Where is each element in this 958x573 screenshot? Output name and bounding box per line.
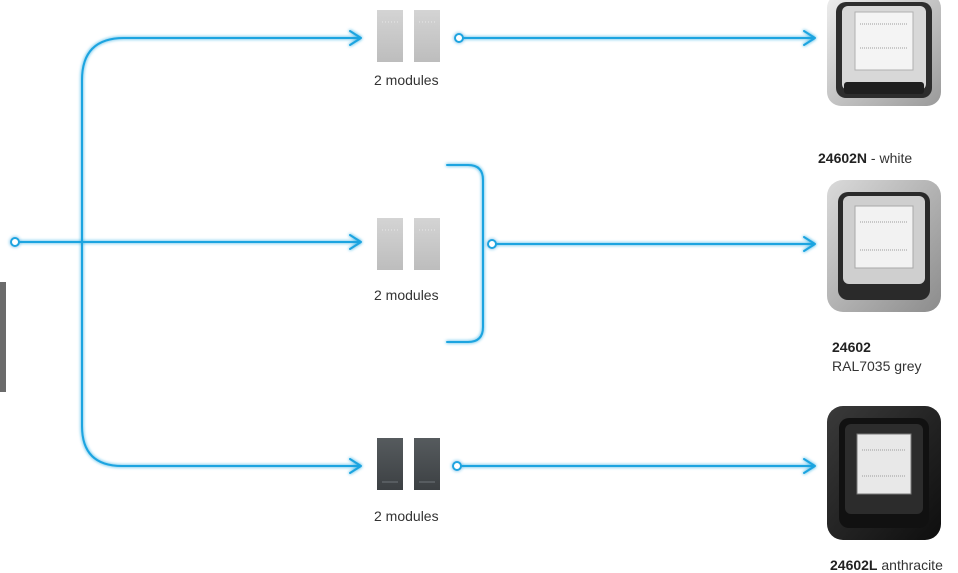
branch-trunk xyxy=(81,37,359,243)
left-edge-strip xyxy=(0,282,6,392)
module-block xyxy=(377,218,403,270)
branch-trunk-lower xyxy=(81,241,359,467)
product-image-anthracite xyxy=(827,406,941,540)
product-finish-text: - white xyxy=(867,150,913,166)
product-finish-text: RAL7035 grey xyxy=(832,358,922,374)
module-block xyxy=(377,10,403,62)
module-block xyxy=(377,438,403,490)
module-label: 2 modules xyxy=(374,72,439,88)
module-label: 2 modules xyxy=(374,508,439,524)
product-image-white xyxy=(827,0,941,106)
product-caption: 24602L anthracite xyxy=(830,557,943,573)
module-pair-2 xyxy=(377,218,440,270)
module-pair-1 xyxy=(377,10,440,62)
module-label: 2 modules xyxy=(374,287,439,303)
module-block xyxy=(414,218,440,270)
product-code: 24602 xyxy=(832,339,871,355)
product-code: 24602L xyxy=(830,557,878,573)
product-code: 24602N xyxy=(818,150,868,166)
grouping-bracket xyxy=(446,164,484,343)
module-pair-3 xyxy=(377,438,440,490)
module-block xyxy=(414,10,440,62)
product-caption: 24602 RAL7035 grey xyxy=(832,338,922,376)
module-block xyxy=(414,438,440,490)
connector-lines xyxy=(10,30,816,474)
product-finish-text: anthracite xyxy=(877,557,943,573)
product-caption: 24602N - white xyxy=(818,150,912,166)
source-node xyxy=(10,237,20,247)
product-image-grey xyxy=(827,180,941,312)
